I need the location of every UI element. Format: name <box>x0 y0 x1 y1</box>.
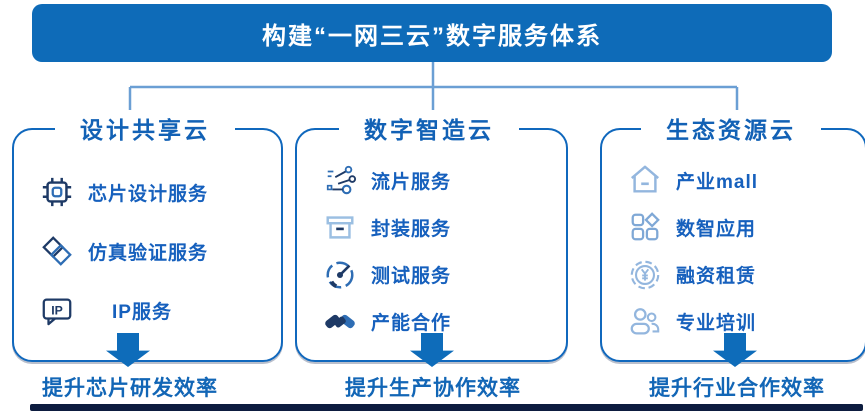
service-label: 产业mall <box>676 171 759 193</box>
bottom-dark-bar <box>30 404 863 411</box>
column-header-design-cloud: 设计共享云 <box>55 110 235 146</box>
service-label: 流片服务 <box>371 171 452 193</box>
list-item: 产业mall <box>628 161 859 199</box>
column-header-label: 设计共享云 <box>80 117 210 143</box>
title-banner: 构建“一网三云”数字服务体系 <box>32 4 832 62</box>
service-label: 专业培训 <box>676 313 757 335</box>
design-cloud-box: 芯片设计服务 仿真验证服务 IP IP服务 <box>12 128 283 362</box>
package-box-icon <box>323 210 357 244</box>
footer-caption-manufacturing: 提升生产协作效率 <box>345 377 521 400</box>
chip-icon <box>40 175 74 209</box>
industry-mall-house-icon <box>628 163 662 197</box>
list-item: 产能合作 <box>323 303 560 341</box>
column-header-manufacturing-cloud: 数字智造云 <box>339 110 519 146</box>
footer-caption-ecosystem: 提升行业合作效率 <box>649 377 825 400</box>
list-item: 测试服务 <box>323 256 560 294</box>
tapeout-circuit-icon <box>323 163 357 197</box>
manufacturing-cloud-box: 流片服务 封装服务 测试服务 <box>295 128 568 362</box>
service-label: 融资租赁 <box>676 266 757 288</box>
list-item: 封装服务 <box>323 208 560 246</box>
diagram-title: 构建“一网三云”数字服务体系 <box>262 22 602 50</box>
list-item: 专业培训 <box>628 303 859 341</box>
ip-tag-icon: IP <box>40 293 74 327</box>
ip-icon-text: IP <box>51 303 63 317</box>
service-label: IP服务 <box>112 301 172 323</box>
list-item: 数智应用 <box>628 208 859 246</box>
handshake-icon <box>323 305 357 339</box>
list-item: 仿真验证服务 <box>40 232 275 270</box>
list-item: 流片服务 <box>323 161 560 199</box>
service-label: 封装服务 <box>371 218 452 240</box>
ecosystem-cloud-box: 产业mall 数智应用 融资租赁 <box>600 128 865 362</box>
list-item: 融资租赁 <box>628 256 859 294</box>
test-gauge-icon <box>323 258 357 292</box>
column-header-label: 数字智造云 <box>364 117 494 143</box>
simulation-diamonds-icon <box>40 234 74 268</box>
column-header-label: 生态资源云 <box>666 117 796 143</box>
service-label: 测试服务 <box>371 266 452 288</box>
service-label: 数智应用 <box>676 218 757 240</box>
service-label: 芯片设计服务 <box>88 183 209 205</box>
training-people-icon <box>628 305 662 339</box>
list-item: 芯片设计服务 <box>40 173 275 211</box>
footer-caption-design: 提升芯片研发效率 <box>42 377 218 400</box>
service-label: 仿真验证服务 <box>88 242 209 264</box>
apps-grid-icon <box>628 210 662 244</box>
column-header-ecosystem-cloud: 生态资源云 <box>641 110 821 146</box>
financing-coin-icon <box>628 258 662 292</box>
service-label: 产能合作 <box>371 313 452 335</box>
list-item: IP IP服务 <box>40 291 275 329</box>
